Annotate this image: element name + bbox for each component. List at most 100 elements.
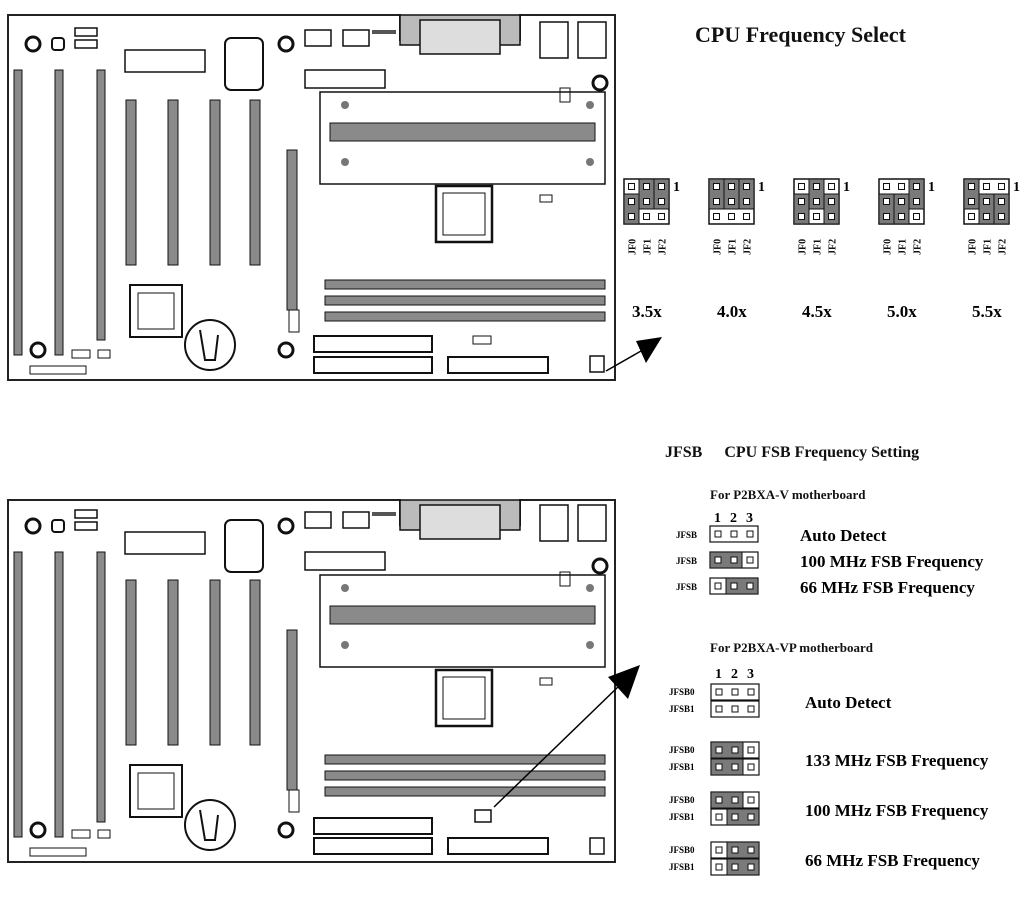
jumper-pin bbox=[715, 763, 723, 771]
jumper-cap bbox=[726, 858, 760, 876]
jumper-pin bbox=[998, 213, 1005, 220]
jumper-pin bbox=[715, 746, 723, 754]
jfsb-option-row: JFSB Auto Detect bbox=[676, 525, 887, 545]
jumper-cap bbox=[726, 841, 760, 859]
pin-number: 1 bbox=[715, 667, 722, 682]
jumper-pin bbox=[731, 863, 739, 871]
setting-label: Auto Detect bbox=[805, 693, 892, 712]
jumper-pin bbox=[968, 213, 975, 220]
jumper-name-label: JFSB0 bbox=[669, 687, 695, 697]
jumper-pin bbox=[968, 183, 975, 190]
jumper-pin bbox=[983, 198, 990, 205]
jumper-pin bbox=[715, 705, 723, 713]
jumper-pin bbox=[731, 796, 739, 804]
jumper-pin bbox=[998, 198, 1005, 205]
multiplier-label: 5.5x bbox=[972, 302, 1002, 321]
jumper-pin bbox=[714, 582, 722, 590]
jumper-name-label: JF1 bbox=[898, 239, 909, 255]
jumper-pin bbox=[730, 530, 738, 538]
jumper-pin bbox=[913, 183, 920, 190]
jumper-cap bbox=[653, 178, 670, 210]
pin-one-label: 1 bbox=[928, 180, 935, 195]
jumper-name-label: JFSB1 bbox=[669, 704, 695, 714]
jumper-name-label: JFSB1 bbox=[669, 762, 695, 772]
jumper-pin bbox=[713, 213, 720, 220]
jumper-name-label: JFSB1 bbox=[669, 812, 695, 822]
jfsb-title-text: CPU FSB Frequency Setting bbox=[724, 444, 920, 461]
pin-number: 2 bbox=[731, 667, 738, 682]
jumper-cap bbox=[710, 741, 744, 759]
pin-one-label: 1 bbox=[843, 180, 850, 195]
jumper-pin bbox=[913, 213, 920, 220]
jumper-pin bbox=[731, 705, 739, 713]
pin-number: 1 bbox=[714, 511, 721, 526]
jumper-name-label: JF0 bbox=[713, 239, 724, 255]
setting-label: Auto Detect bbox=[800, 526, 887, 545]
jumper-name-label: JF1 bbox=[813, 239, 824, 255]
jumper-name-label: JFSB0 bbox=[669, 845, 695, 855]
multiplier-label: 4.5x bbox=[802, 302, 832, 321]
multiplier-label: 3.5x bbox=[632, 302, 662, 321]
jumper-pin bbox=[713, 198, 720, 205]
jumper-name-label: JFSB0 bbox=[669, 795, 695, 805]
jumper-pin bbox=[747, 746, 755, 754]
jumper-pin bbox=[883, 198, 890, 205]
jumper-name-label: JF0 bbox=[628, 239, 639, 255]
jumper-name-label: JFSB0 bbox=[669, 745, 695, 755]
pin-one-label: 1 bbox=[758, 180, 765, 195]
jumper-pin bbox=[715, 796, 723, 804]
jumper-pin bbox=[628, 198, 635, 205]
jumper-name-label: JF2 bbox=[828, 239, 839, 255]
jumper-pin bbox=[714, 556, 722, 564]
jumper-pin bbox=[731, 763, 739, 771]
jumper-pin bbox=[643, 213, 650, 220]
jumper-name-label: JFSB bbox=[676, 556, 697, 566]
jumper-pin bbox=[746, 582, 754, 590]
jfsb-title: JFSB CPU FSB Frequency Setting bbox=[665, 444, 919, 462]
jumper-pin bbox=[746, 556, 754, 564]
jumper-pin bbox=[983, 183, 990, 190]
jumper-pin bbox=[643, 183, 650, 190]
jumper-name-label: JF2 bbox=[743, 239, 754, 255]
jumper-pin bbox=[628, 213, 635, 220]
jumper-pin bbox=[898, 198, 905, 205]
jumper-pin bbox=[747, 813, 755, 821]
jumper-pin bbox=[898, 213, 905, 220]
jumper-pin bbox=[728, 213, 735, 220]
jumper-pin bbox=[828, 213, 835, 220]
jumper-name-label: JF2 bbox=[913, 239, 924, 255]
jumper-name-label: JF1 bbox=[643, 239, 654, 255]
motherboard-diagram-top bbox=[7, 14, 616, 381]
jumper-cap bbox=[725, 577, 759, 595]
pointer-arrow-bottom bbox=[493, 665, 640, 808]
pin-one-label: 1 bbox=[1013, 180, 1020, 195]
jumper-pin bbox=[713, 183, 720, 190]
jumper-pin bbox=[798, 213, 805, 220]
jumper-pin bbox=[968, 198, 975, 205]
jumper-pin bbox=[747, 846, 755, 854]
cpu-freq-title: CPU Frequency Select bbox=[695, 22, 906, 47]
multiplier-label: 4.0x bbox=[717, 302, 747, 321]
jumper-pin bbox=[813, 198, 820, 205]
jumper-pin bbox=[714, 530, 722, 538]
pin-one-label: 1 bbox=[673, 180, 680, 195]
jumper-pin bbox=[828, 183, 835, 190]
isa-slots bbox=[13, 69, 106, 356]
jumper-name-label: JFSB bbox=[676, 530, 697, 540]
setting-label: 133 MHz FSB Frequency bbox=[805, 751, 989, 770]
jumper-pin bbox=[747, 688, 755, 696]
jumper-pin bbox=[743, 213, 750, 220]
motherboard-diagram-bottom bbox=[7, 499, 616, 863]
jumper-name-label: JF0 bbox=[968, 239, 979, 255]
jfsb-jumper-location bbox=[474, 809, 492, 823]
jumper-pin bbox=[643, 198, 650, 205]
